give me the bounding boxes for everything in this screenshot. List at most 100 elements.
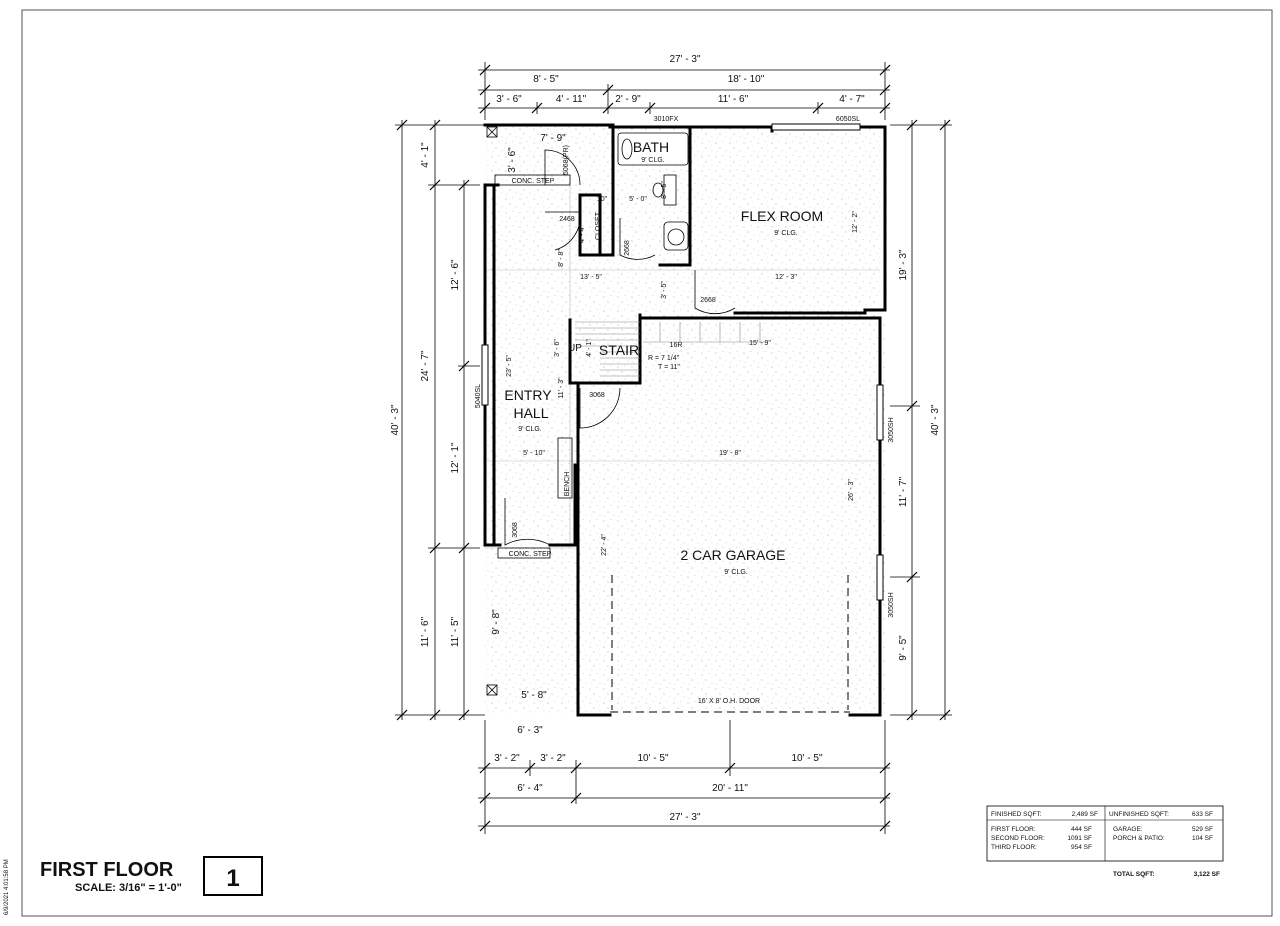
room-entry-line2: HALL bbox=[513, 405, 548, 421]
dim-top-a: 8' - 5" bbox=[533, 74, 559, 85]
label-window-garage-2: 3050SH bbox=[888, 592, 895, 617]
windows bbox=[481, 123, 884, 601]
dim-right-1: 19' - 3" bbox=[898, 249, 909, 280]
dim-left-1: 4' - 1" bbox=[420, 142, 431, 168]
label-door-3068-a: 3068 bbox=[589, 392, 605, 399]
room-garage-ceiling: 9' CLG. bbox=[724, 569, 748, 576]
finished-label: FINISHED SQFT: bbox=[991, 811, 1042, 818]
dim-bot-b1: 6' - 4" bbox=[517, 783, 543, 794]
dim-left-3: 11' - 6" bbox=[420, 616, 431, 647]
label-conc-step-1: CONC. STEP bbox=[512, 178, 555, 185]
floor-row-3-label: THIRD FLOOR: bbox=[991, 844, 1037, 851]
sheet-scale: SCALE: 3/16" = 1'-0" bbox=[75, 882, 182, 894]
dim-entry-h: 23' - 5" bbox=[506, 355, 513, 377]
finished-value: 2,489 SF bbox=[1072, 811, 1098, 818]
sheet-number-box bbox=[203, 856, 263, 896]
dimension-ticks bbox=[396, 64, 951, 832]
callout-labels: 3010FX 6050SL 5068(PR) CONC. STEP CONC. … bbox=[475, 116, 895, 705]
dim-left-5: 12' - 1" bbox=[450, 442, 461, 473]
dim-closet-h: 4' - 4" bbox=[579, 225, 586, 243]
dim-garage-w: 19' - 8" bbox=[719, 450, 741, 457]
dim-entry-w: 11' - 3" bbox=[558, 377, 565, 399]
dim-left-2: 24' - 7" bbox=[420, 350, 431, 381]
dim-left-outer: 40' - 3" bbox=[390, 404, 401, 435]
dim-top-total: 27' - 3" bbox=[669, 54, 700, 65]
dim-left-4: 12' - 6" bbox=[450, 259, 461, 290]
dimension-lines bbox=[395, 62, 952, 834]
unfinished-value: 633 SF bbox=[1192, 811, 1213, 818]
unfinished-label: UNFINISHED SQFT: bbox=[1109, 811, 1169, 818]
dim-garage-h: 26' - 3" bbox=[848, 479, 855, 501]
sheet-number: 1 bbox=[226, 865, 239, 892]
stair-riser-height: R = 7 1/4" bbox=[648, 355, 680, 362]
label-door-porch: 5068(PR) bbox=[563, 145, 570, 175]
dim-top-c4: 11' - 6" bbox=[718, 94, 749, 105]
dim-bot-a2: 3' - 2" bbox=[540, 753, 566, 764]
label-bench: BENCH bbox=[564, 472, 571, 497]
dim-bath-h: 8' - 5" bbox=[661, 181, 668, 199]
label-window-top: 3010FX bbox=[654, 116, 679, 123]
stair-up-label: UP bbox=[568, 343, 582, 354]
dim-flex-h: 12' - 2" bbox=[852, 211, 859, 233]
room-bath-name: BATH bbox=[633, 139, 669, 155]
dim-hall-a: 8' - 8" bbox=[558, 249, 565, 267]
dim-top-b: 18' - 10" bbox=[728, 74, 765, 85]
stair-risers: 16R bbox=[670, 342, 683, 349]
label-door-3068-b: 3068 bbox=[512, 522, 519, 538]
sqft-table: FINISHED SQFT: 2,489 SF UNFINISHED SQFT:… bbox=[986, 805, 1224, 878]
label-conc-step-2: CONC. STEP bbox=[509, 551, 552, 558]
dim-stair-run: 15' - 9" bbox=[749, 340, 771, 347]
room-labels: BATH 9' CLG. FLEX ROOM 9' CLG. ENTRY HAL… bbox=[504, 139, 823, 576]
dim-right-3: 9' - 5" bbox=[898, 635, 909, 661]
dim-porch-w: 7' - 9" bbox=[540, 133, 566, 144]
dimension-texts: 27' - 3" 8' - 5" 18' - 10" 3' - 6" 4' - … bbox=[390, 54, 941, 823]
unfinished-row-2-label: PORCH & PATIO: bbox=[1113, 835, 1165, 842]
dim-flex-w: 12' - 3" bbox=[775, 274, 797, 281]
bath-fixtures bbox=[617, 132, 689, 251]
dim-top-c5: 4' - 7" bbox=[839, 94, 865, 105]
label-window-entry: 5040SL bbox=[475, 384, 482, 408]
dim-left-6: 11' - 5" bbox=[450, 616, 461, 647]
room-flex-ceiling: 9' CLG. bbox=[774, 230, 798, 237]
label-door-2668-a: 2668 bbox=[624, 240, 631, 256]
dim-right-2: 11' - 7" bbox=[898, 476, 909, 507]
stair-tread: T = 11" bbox=[658, 364, 680, 371]
label-window-garage-1: 3050SH bbox=[888, 417, 895, 442]
room-garage-name: 2 CAR GARAGE bbox=[680, 547, 785, 563]
dim-front-bottom: 6' - 3" bbox=[517, 725, 543, 736]
dim-garage-h2: 22' - 4" bbox=[601, 534, 608, 556]
total-label: TOTAL SQFT: bbox=[1113, 871, 1155, 878]
sheet-title: FIRST FLOOR bbox=[40, 859, 174, 881]
dim-bath-w: 5' - 0" bbox=[629, 196, 647, 203]
dim-entry-w2: 5' - 10" bbox=[523, 450, 545, 457]
dim-stair-h: 4' - 1" bbox=[586, 339, 593, 357]
dim-bot-a1: 3' - 2" bbox=[494, 753, 520, 764]
room-stair: STAIR bbox=[599, 342, 639, 358]
room-flex-name: FLEX ROOM bbox=[741, 208, 823, 224]
room-bath-ceiling: 9' CLG. bbox=[641, 157, 665, 164]
dim-hall-gap: 3' - 5" bbox=[661, 281, 668, 299]
label-door-2668-b: 2668 bbox=[700, 297, 716, 304]
label-door-2468: 2468 bbox=[559, 216, 575, 223]
print-timestamp: 6/9/2021 4:01:58 PM bbox=[4, 859, 10, 915]
floor-row-1-value: 444 SF bbox=[1071, 826, 1092, 833]
unfinished-row-1-label: GARAGE: bbox=[1113, 826, 1143, 833]
walls bbox=[483, 123, 887, 717]
dim-bot-b2: 20' - 11" bbox=[712, 783, 748, 794]
label-garage-door: 16' X 8' O.H. DOOR bbox=[698, 698, 760, 705]
dim-front-h: 5' - 8" bbox=[521, 690, 547, 701]
interior-dimensions: 7' - 9" 3' - 6" 5' - 0" 8' - 5" 10" 4' -… bbox=[491, 133, 859, 736]
label-window-flex: 6050SL bbox=[836, 116, 860, 123]
floor-row-2-value: 1091 SF bbox=[1067, 835, 1092, 842]
dim-hall-w: 13' - 5" bbox=[580, 274, 602, 281]
dim-closet-w: 10" bbox=[597, 196, 608, 203]
dim-top-c1: 3' - 6" bbox=[496, 94, 522, 105]
door-swings bbox=[504, 149, 736, 546]
label-closet: CLOSET bbox=[595, 211, 602, 240]
dim-top-c3: 2' - 9" bbox=[615, 94, 641, 105]
floor-row-2-label: SECOND FLOOR: bbox=[991, 835, 1045, 842]
unfinished-row-2-value: 104 SF bbox=[1192, 835, 1213, 842]
dim-right-outer: 40' - 3" bbox=[930, 404, 941, 435]
dim-stair-w: 3' - 6" bbox=[554, 339, 561, 357]
